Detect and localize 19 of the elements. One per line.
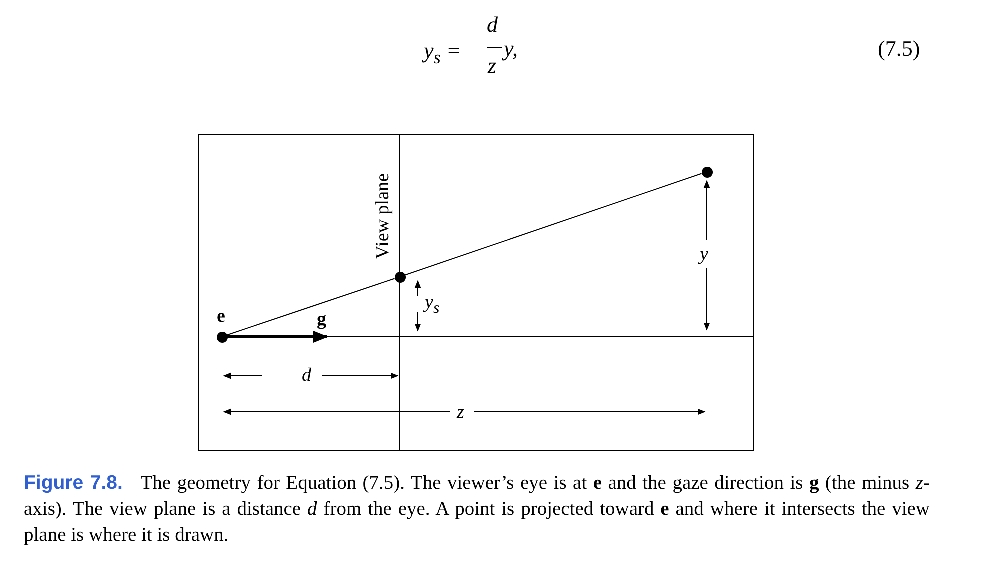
point-dot <box>394 272 406 282</box>
figure-caption: Figure 7.8. The geometry for Equation (7.5). The viewer’s eye is at e and the gaze direction is g (the minus z-axis). The view plane is a distance d from the eye. A point is projected toward e and where it intersects the view plane is where it is drawn. <box>24 471 930 548</box>
edge-label: g <box>317 310 326 329</box>
formula-text: y$_{s}$ = <box>424 40 462 67</box>
point-dot <box>702 166 712 178</box>
formula-text: d <box>487 14 498 36</box>
point-label: e <box>217 307 226 326</box>
line <box>226 278 396 336</box>
dimension-label: d <box>302 366 312 385</box>
point-dot <box>216 332 228 342</box>
formula-text: y, <box>504 38 518 60</box>
dimension-label: y <box>700 245 708 264</box>
line <box>404 173 702 276</box>
dimension-label: y$_{s}$ <box>425 293 440 317</box>
formula-text: z <box>488 55 497 77</box>
axis-label: View plane <box>373 173 392 259</box>
dimension-label: z <box>457 403 464 422</box>
arrow <box>228 331 328 343</box>
equation-number: (7.5) <box>878 38 920 60</box>
